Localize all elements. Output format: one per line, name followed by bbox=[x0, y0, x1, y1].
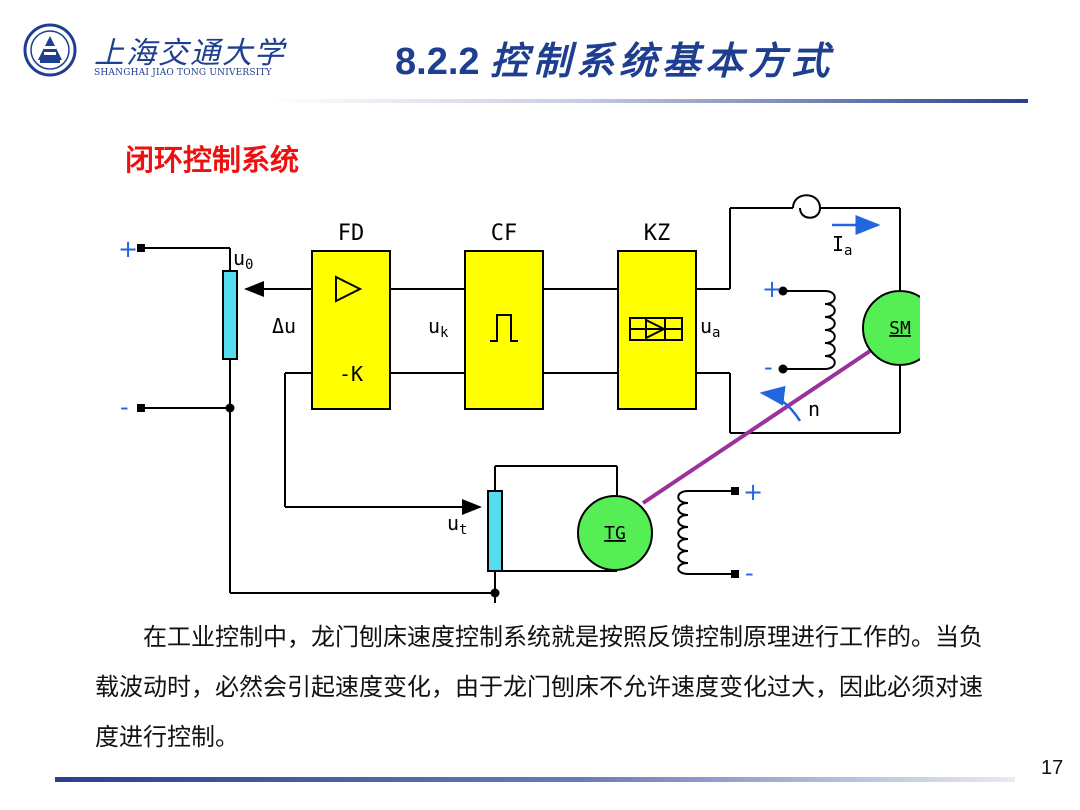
input-plus-label: + bbox=[118, 235, 138, 263]
cf-trigger-block bbox=[464, 250, 544, 410]
title-number: 8.2.2 bbox=[395, 41, 480, 83]
header-divider bbox=[268, 99, 1028, 103]
slide-title: 8.2.2 控制系统基本方式 bbox=[395, 30, 834, 85]
footer-divider bbox=[55, 777, 1015, 782]
sm-field-plus-terminal bbox=[778, 286, 788, 296]
cf-label: CF bbox=[491, 221, 518, 246]
current-loop-icon bbox=[792, 194, 822, 219]
university-logo: 上海交通大学 SHANGHAI JIAO TONG UNIVERSITY bbox=[22, 22, 284, 82]
mechanical-shaft bbox=[641, 349, 872, 505]
body-paragraph: 在工业控制中，龙门刨床速度控制系统就是按照反馈控制原理进行工作的。当负载波动时，… bbox=[95, 612, 1005, 762]
body-text: 在工业控制中，龙门刨床速度控制系统就是按照反馈控制原理进行工作的。当负载波动时，… bbox=[95, 623, 983, 751]
junction-dot bbox=[225, 403, 235, 413]
title-text: 控制系统基本方式 bbox=[490, 38, 835, 83]
fd-amplifier-block: -K bbox=[311, 250, 391, 410]
university-name-cn: 上海交通大学 bbox=[94, 36, 286, 71]
speed-n-label: n bbox=[808, 397, 820, 421]
kz-label: KZ bbox=[644, 221, 671, 246]
tg-tachogenerator: TG bbox=[577, 495, 653, 571]
amplifier-icon bbox=[335, 275, 363, 303]
u0-label: u0 bbox=[233, 246, 253, 273]
thyristor-icon bbox=[629, 317, 683, 341]
ut-label: ut bbox=[447, 511, 467, 538]
input-plus-terminal bbox=[137, 244, 145, 252]
sm-field-plus-label: + bbox=[762, 275, 782, 303]
sm-field-minus-terminal bbox=[778, 364, 788, 374]
university-seal-icon bbox=[23, 23, 77, 77]
tg-field-minus-terminal bbox=[731, 570, 739, 578]
feedback-potentiometer bbox=[487, 490, 503, 572]
fd-gain-label: -K bbox=[339, 362, 363, 386]
sm-field-minus-label: - bbox=[764, 353, 773, 381]
tg-label: TG bbox=[604, 523, 626, 544]
junction-dot bbox=[490, 588, 500, 598]
tg-field-coil-icon bbox=[677, 490, 689, 575]
input-minus-terminal bbox=[137, 404, 145, 412]
tg-field-minus-label: - bbox=[745, 559, 754, 587]
kz-thyristor-block bbox=[617, 250, 697, 410]
university-name-en: SHANGHAI JIAO TONG UNIVERSITY bbox=[94, 68, 272, 78]
ia-label: Ia bbox=[832, 232, 852, 259]
tg-field-plus-label: + bbox=[743, 478, 763, 506]
pulse-icon bbox=[490, 314, 518, 342]
delta-u-label: Δu bbox=[272, 314, 296, 338]
section-title: 闭环控制系统 bbox=[125, 143, 300, 177]
reference-potentiometer bbox=[222, 270, 238, 360]
page-number: 17 bbox=[1041, 757, 1064, 779]
rotation-direction-arrow bbox=[759, 385, 802, 422]
uk-label: uk bbox=[428, 314, 449, 341]
sm-motor: SM bbox=[862, 290, 920, 366]
sm-field-coil-icon bbox=[824, 290, 836, 370]
ua-label: ua bbox=[700, 314, 720, 341]
tg-field-plus-terminal bbox=[731, 487, 739, 495]
input-minus-label: - bbox=[120, 393, 129, 421]
closed-loop-circuit-diagram: + - + - + - -K FD CF KZ SM bbox=[118, 194, 920, 603]
fd-label: FD bbox=[338, 221, 365, 246]
sm-label: SM bbox=[889, 318, 911, 339]
